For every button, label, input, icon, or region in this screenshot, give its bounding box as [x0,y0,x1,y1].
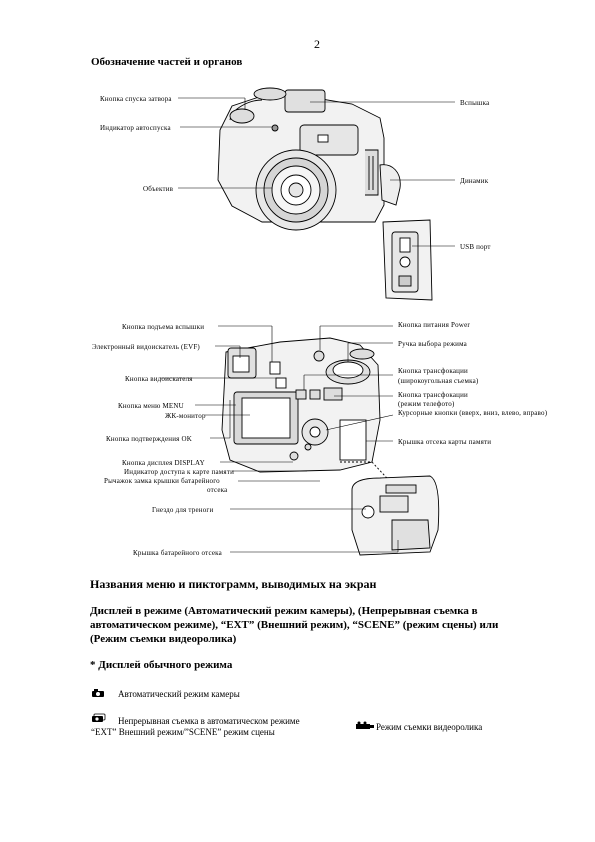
label-zoom-tele: Кнопка трансфокации [398,391,468,399]
camera-back-illustration [221,337,381,473]
label-zoom-tele-2: (режим телефото) [398,400,455,408]
mode-burst-label-2: “EXT” Внешний режим/”SCENE” режим сцены [91,727,275,737]
label-self-timer: Индикатор автоспуска [100,124,171,132]
camera-front-illustration [217,87,401,231]
camera-auto-icon [92,689,104,697]
label-flash: Вспышка [460,99,490,107]
mode-burst-label: Непрерывная съемка в автоматическом режи… [118,716,300,726]
label-evf: Электронный видоискатель (EVF) [92,343,200,351]
mode-icons [92,689,374,729]
label-usb-port: USB порт [460,243,491,251]
movie-icon [356,721,374,729]
section-title: Названия меню и пиктограмм, выводимых на… [90,577,377,591]
mode-auto-label: Автоматический режим камеры [118,689,240,699]
label-card-cover: Крышка отсека карты памяти [398,438,492,446]
label-zoom-wide: Кнопка трансфокации [398,367,468,375]
display-paragraph: Дисплей в режиме (Автоматический режим к… [90,605,499,645]
label-tripod-socket: Гнездо для треноги [152,506,214,514]
label-viewfinder-button: Кнопка видоискателя [125,375,193,383]
label-display-button: Кнопка дисплея DISPLAY [122,459,205,467]
label-zoom-wide-2: (широкоугольная съемка) [398,377,479,385]
normal-display-title: * Дисплей обычного режима [90,659,233,671]
label-ok-button: Кнопка подтверждения OK [106,435,193,443]
label-battery-cover: Крышка батарейного отсека [133,549,222,557]
label-battery-lock: Рычажок замка крышки батарейного [104,477,220,485]
mode-movie-label: Режим съемки видеоролика [376,722,483,732]
page-heading: Обозначение частей и органов [91,56,243,68]
label-power-button: Кнопка питания Power [398,321,470,329]
label-menu-button: Кнопка меню MENU [118,402,184,410]
usb-port-illustration [382,219,433,301]
label-flash-up: Кнопка подъема вспышки [122,323,205,331]
burst-icon [92,713,106,722]
label-speaker: Динамик [460,177,489,185]
label-shutter-button: Кнопка спуска затвора [100,95,172,103]
battery-compartment-illustration [340,461,440,556]
label-lens: Объектив [143,185,174,193]
page-number: 2 [314,37,320,51]
label-lcd-monitor: ЖК-монитор [165,412,206,420]
label-battery-lock-2: отсека [207,486,228,494]
label-cursor-buttons: Курсорные кнопки (вверх, вниз, влево, вп… [398,409,548,417]
label-mode-dial: Ручка выбора режима [398,340,467,348]
label-memory-indicator: Индикатор доступа к карте памяти [124,468,235,476]
